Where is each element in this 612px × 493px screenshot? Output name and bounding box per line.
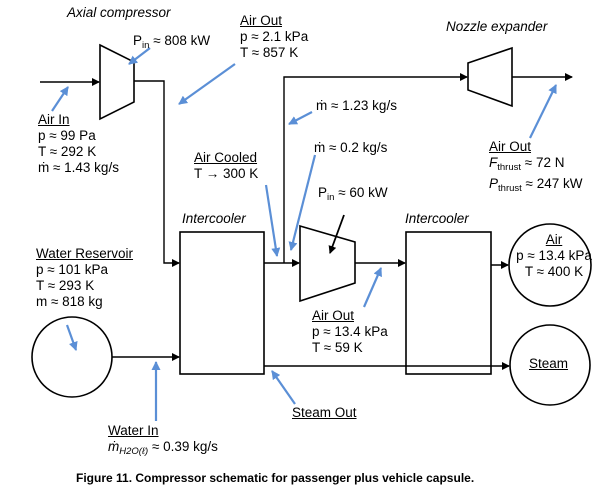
nozzle-expander-label: Nozzle expander (446, 19, 548, 34)
nozzle-expander-shape (467, 46, 513, 108)
air-out-mid-label: Air Out p ≈ 13.4 kPa T ≈ 59 K (312, 308, 388, 355)
intercooler-right-label: Intercooler (405, 211, 469, 226)
air-cooled-pointer (264, 184, 281, 257)
axial-compressor-shape (99, 43, 135, 121)
mdot-123-pointer (288, 111, 313, 125)
compressor-to-intercooler-line (134, 80, 180, 267)
air-out-mid-pointer (362, 267, 383, 308)
water-reservoir-label: Water Reservoir p ≈ 101 kPa T ≈ 293 K m … (36, 246, 134, 309)
water-reservoir-pointer (65, 324, 78, 351)
pin-left-label: Pin ≈ 808 kW (133, 33, 211, 51)
air-in-pointer (51, 86, 69, 112)
air-out-right-pointer (529, 84, 557, 139)
intercooler-right-box (405, 231, 492, 375)
pin-left-pointer (128, 47, 151, 65)
air-out-right-label: Air Out Fthrust ≈ 72 N Pthrust ≈ 247 kW (489, 139, 583, 194)
axial-compressor-label: Axial compressor (67, 5, 171, 20)
mdot-02-label: ṁ ≈ 0.2 kg/s (314, 140, 388, 155)
mdot-123-label: ṁ ≈ 1.23 kg/s (316, 98, 397, 113)
middle-compressor-shape (299, 224, 356, 303)
air-out-top-pointer (178, 63, 236, 105)
air-tank-label: Air p ≈ 13.4 kPa T ≈ 400 K (516, 232, 592, 279)
pin-mid-arrow (328, 214, 345, 254)
steam-out-pointer (271, 370, 296, 405)
water-reservoir-circle (31, 316, 113, 398)
steam-label: Steam (529, 356, 569, 371)
steam-out-label: Steam Out (292, 405, 357, 420)
air-out-top-label: Air Out p ≈ 2.1 kPa T ≈ 857 K (240, 13, 309, 60)
intercooler-left-label: Intercooler (182, 211, 246, 226)
steam-tank-circle (509, 324, 591, 406)
intercooler-left-box (179, 231, 265, 375)
pin-mid-label: Pin ≈ 60 kW (318, 185, 388, 203)
air-tank-circle (508, 223, 592, 307)
mdot-02-pointer (288, 154, 317, 251)
air-in-label: Air In p ≈ 99 Pa T ≈ 292 K ṁ ≈ 1.43 kg/s (38, 112, 119, 175)
figure-caption: Figure 11. Compressor schematic for pass… (76, 471, 475, 485)
water-in-label: Water In ṁH2O(ℓ) ≈ 0.39 kg/s (108, 423, 218, 457)
bypass-to-nozzle-line (283, 73, 468, 263)
air-cooled-label: Air Cooled T → 300 K (194, 150, 259, 181)
